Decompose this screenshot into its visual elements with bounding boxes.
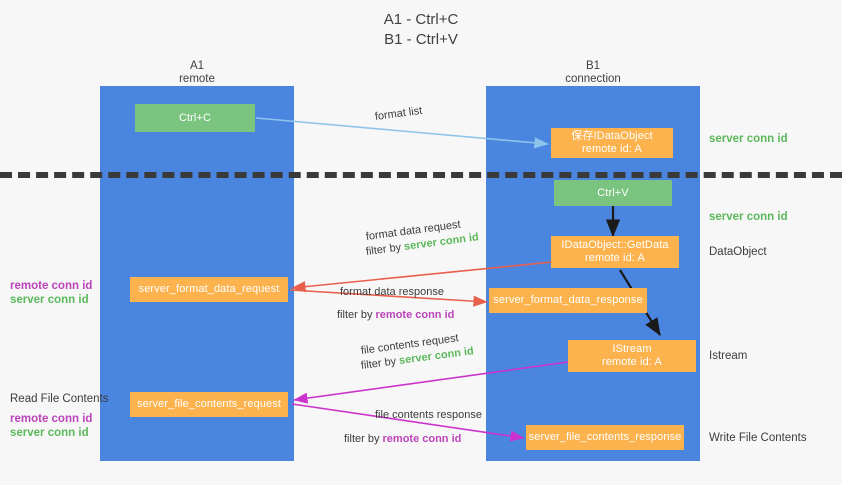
lane-b1-subtitle: connection (565, 73, 621, 85)
lane-a1-name: A1 (189, 60, 205, 72)
edge-format-data-response-filter-value: remote conn id (375, 309, 455, 321)
edge-format-data-response-filter: filter by remote conn id (337, 308, 454, 323)
box-save-dataobject[interactable]: 保存IDataObject remote id: A (551, 128, 673, 158)
box-ctrl-c[interactable]: Ctrl+C (135, 104, 255, 132)
box-server-file-contents-request-label: server_file_contents_request (136, 398, 282, 410)
annotation-read-file-contents: Read File Contents (10, 393, 109, 405)
edge-label-format-data-request: format data request filter by server con… (365, 219, 480, 260)
box-server-format-data-response[interactable]: server_format_data_response (489, 288, 647, 313)
edge-file-contents-response-filter-prefix: filter by (344, 433, 383, 445)
lane-a1-subtitle: remote (179, 73, 215, 85)
annotation-left-mid-server: server conn id (10, 294, 89, 306)
edge-file-contents-response-filter-value: remote conn id (382, 433, 462, 445)
edge-label-format-list: format list (374, 105, 423, 125)
annotation-left-bottom-server: server conn id (10, 427, 89, 439)
edge-file-contents-response-title: file contents response (375, 409, 483, 421)
box-getdata-line2: remote id: A (585, 252, 645, 264)
annotation-istream: Istream (709, 350, 748, 362)
box-ctrl-c-label: Ctrl+C (178, 111, 212, 124)
edge-label-format-list-text: format list (374, 104, 423, 123)
box-istream[interactable]: IStream remote id: A (568, 340, 696, 372)
edge-file-contents-response-filter: filter by remote conn id (344, 432, 482, 447)
box-server-file-contents-response-label: server_file_contents_response (528, 431, 682, 443)
box-istream-line2: remote id: A (602, 356, 662, 368)
box-server-format-data-response-label: server_format_data_response (493, 294, 643, 306)
box-ctrl-v[interactable]: Ctrl+V (554, 180, 672, 206)
box-server-file-contents-response[interactable]: server_file_contents_response (526, 425, 684, 450)
annotation-left-mid-remote: remote conn id (10, 280, 93, 292)
annotation-server-conn-top: server conn id (709, 133, 788, 145)
box-ctrl-v-label: Ctrl+V (597, 186, 629, 199)
annotation-left-pair-bottom: remote conn id server conn id (10, 412, 92, 440)
edge-label-format-data-response: format data response filter by remote co… (337, 285, 454, 323)
annotation-left-bottom-remote: remote conn id (10, 413, 93, 425)
annotation-server-conn-second: server conn id (709, 211, 788, 223)
edge-format-data-response-title: format data response (340, 286, 444, 298)
lane-b1-name: B1 (585, 60, 601, 72)
lane-header-a1: A1 remote (100, 60, 294, 86)
box-istream-line1: IStream (612, 343, 652, 355)
annotation-left-pair-mid: remote conn id server conn id (10, 279, 92, 307)
title-line-1: A1 - Ctrl+C (383, 11, 459, 28)
section-divider (0, 172, 842, 178)
edge-file-contents-request-filter-prefix: filter by (360, 355, 400, 372)
edge-label-file-contents-request: file contents request filter by server c… (360, 332, 475, 374)
box-server-format-data-request[interactable]: server_format_data_request (130, 277, 288, 302)
box-server-format-data-request-label: server_format_data_request (138, 283, 280, 295)
annotation-dataobject: DataObject (709, 246, 767, 258)
box-save-dataobject-line1: 保存IDataObject (571, 130, 653, 142)
annotation-write-file-contents: Write File Contents (709, 432, 807, 444)
edge-format-data-response-filter-prefix: filter by (337, 309, 376, 321)
box-getdata-line1: IDataObject::GetData (561, 239, 669, 251)
box-getdata[interactable]: IDataObject::GetData remote id: A (551, 236, 679, 268)
lane-header-b1: B1 connection (486, 60, 700, 86)
edge-label-file-contents-response: file contents response filter by remote … (344, 408, 483, 447)
title-line-2: B1 - Ctrl+V (384, 31, 458, 48)
page-title: A1 - Ctrl+C B1 - Ctrl+V (0, 10, 842, 50)
box-server-file-contents-request[interactable]: server_file_contents_request (130, 392, 288, 417)
edge-format-data-request-filter-prefix: filter by (365, 241, 405, 258)
box-save-dataobject-line2: remote id: A (582, 143, 642, 155)
